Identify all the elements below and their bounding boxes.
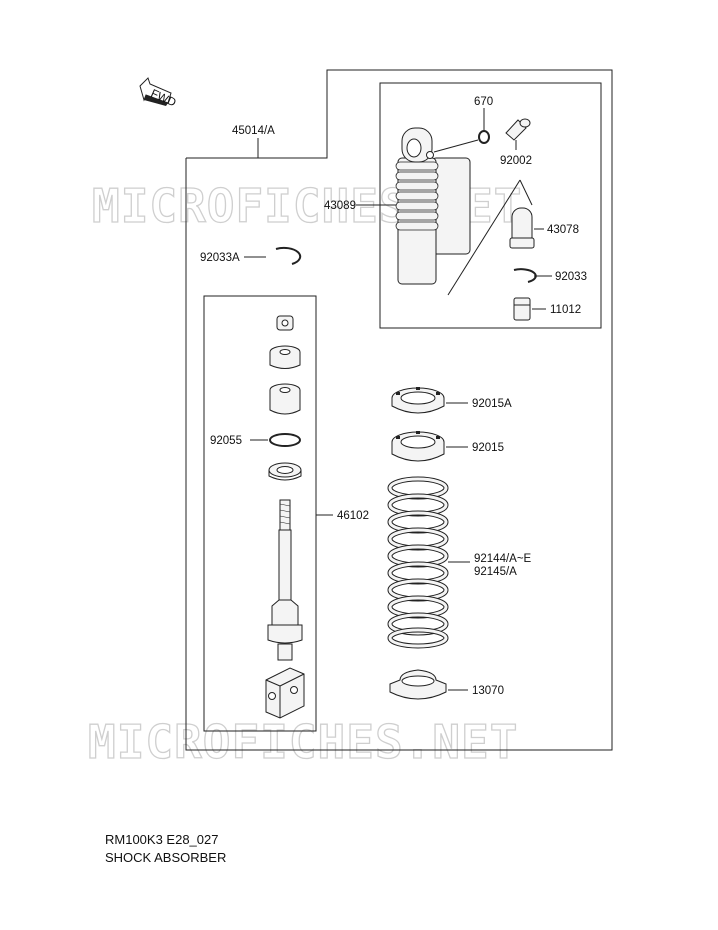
- callout-92002: 92002: [500, 155, 532, 167]
- diagram-title: SHOCK ABSORBER: [105, 850, 227, 865]
- rod-nut: [276, 315, 294, 331]
- clevis-end: [265, 667, 305, 719]
- locknut-92015a: [391, 387, 445, 414]
- callout-92144: 92144/A~E: [474, 553, 532, 565]
- circlip-92033: [513, 268, 537, 283]
- valve-92002: [505, 118, 531, 141]
- fwd-label: FWD: [149, 88, 178, 110]
- callout-92015a: 92015A: [472, 398, 512, 410]
- o-ring-92055: [269, 433, 301, 447]
- rod-bushing-upper: [269, 345, 301, 369]
- callout-11012: 11012: [550, 304, 581, 316]
- watermark-bottom: MICROFICHES.NET: [88, 715, 518, 769]
- callout-92055: 92055: [210, 435, 242, 447]
- o-ring-670: [478, 130, 490, 144]
- callout-670: 670: [474, 96, 493, 108]
- callout-92015: 92015: [472, 442, 504, 454]
- assembly-frame: [185, 69, 613, 751]
- coil-spring: [387, 476, 449, 649]
- cap-43078: [509, 207, 535, 249]
- callout-45014-a: 45014/A: [232, 125, 275, 137]
- callout-92033: 92033: [555, 271, 587, 283]
- rod-seal-washer: [268, 462, 302, 481]
- nut-11012: [513, 297, 531, 321]
- rod-bushing-middle: [269, 383, 301, 415]
- callout-43078: 43078: [547, 224, 579, 236]
- rod-assembly-box: [203, 295, 317, 732]
- piston-rod: [267, 499, 303, 661]
- callout-13070: 13070: [472, 685, 504, 697]
- spring-seat-13070: [389, 669, 447, 700]
- fwd-arrow-icon: FWD: [139, 77, 178, 110]
- callout-92033a: 92033A: [200, 252, 240, 264]
- adjuster-nut-92015: [391, 431, 445, 462]
- callout-92145: 92145/A: [474, 566, 517, 578]
- callout-43089: 43089: [324, 200, 356, 212]
- callout-46102: 46102: [337, 510, 369, 522]
- diagram-code: RM100K3 E28_027: [105, 832, 219, 847]
- circlip-92033a: [275, 246, 302, 265]
- reservoir-part: [395, 127, 471, 285]
